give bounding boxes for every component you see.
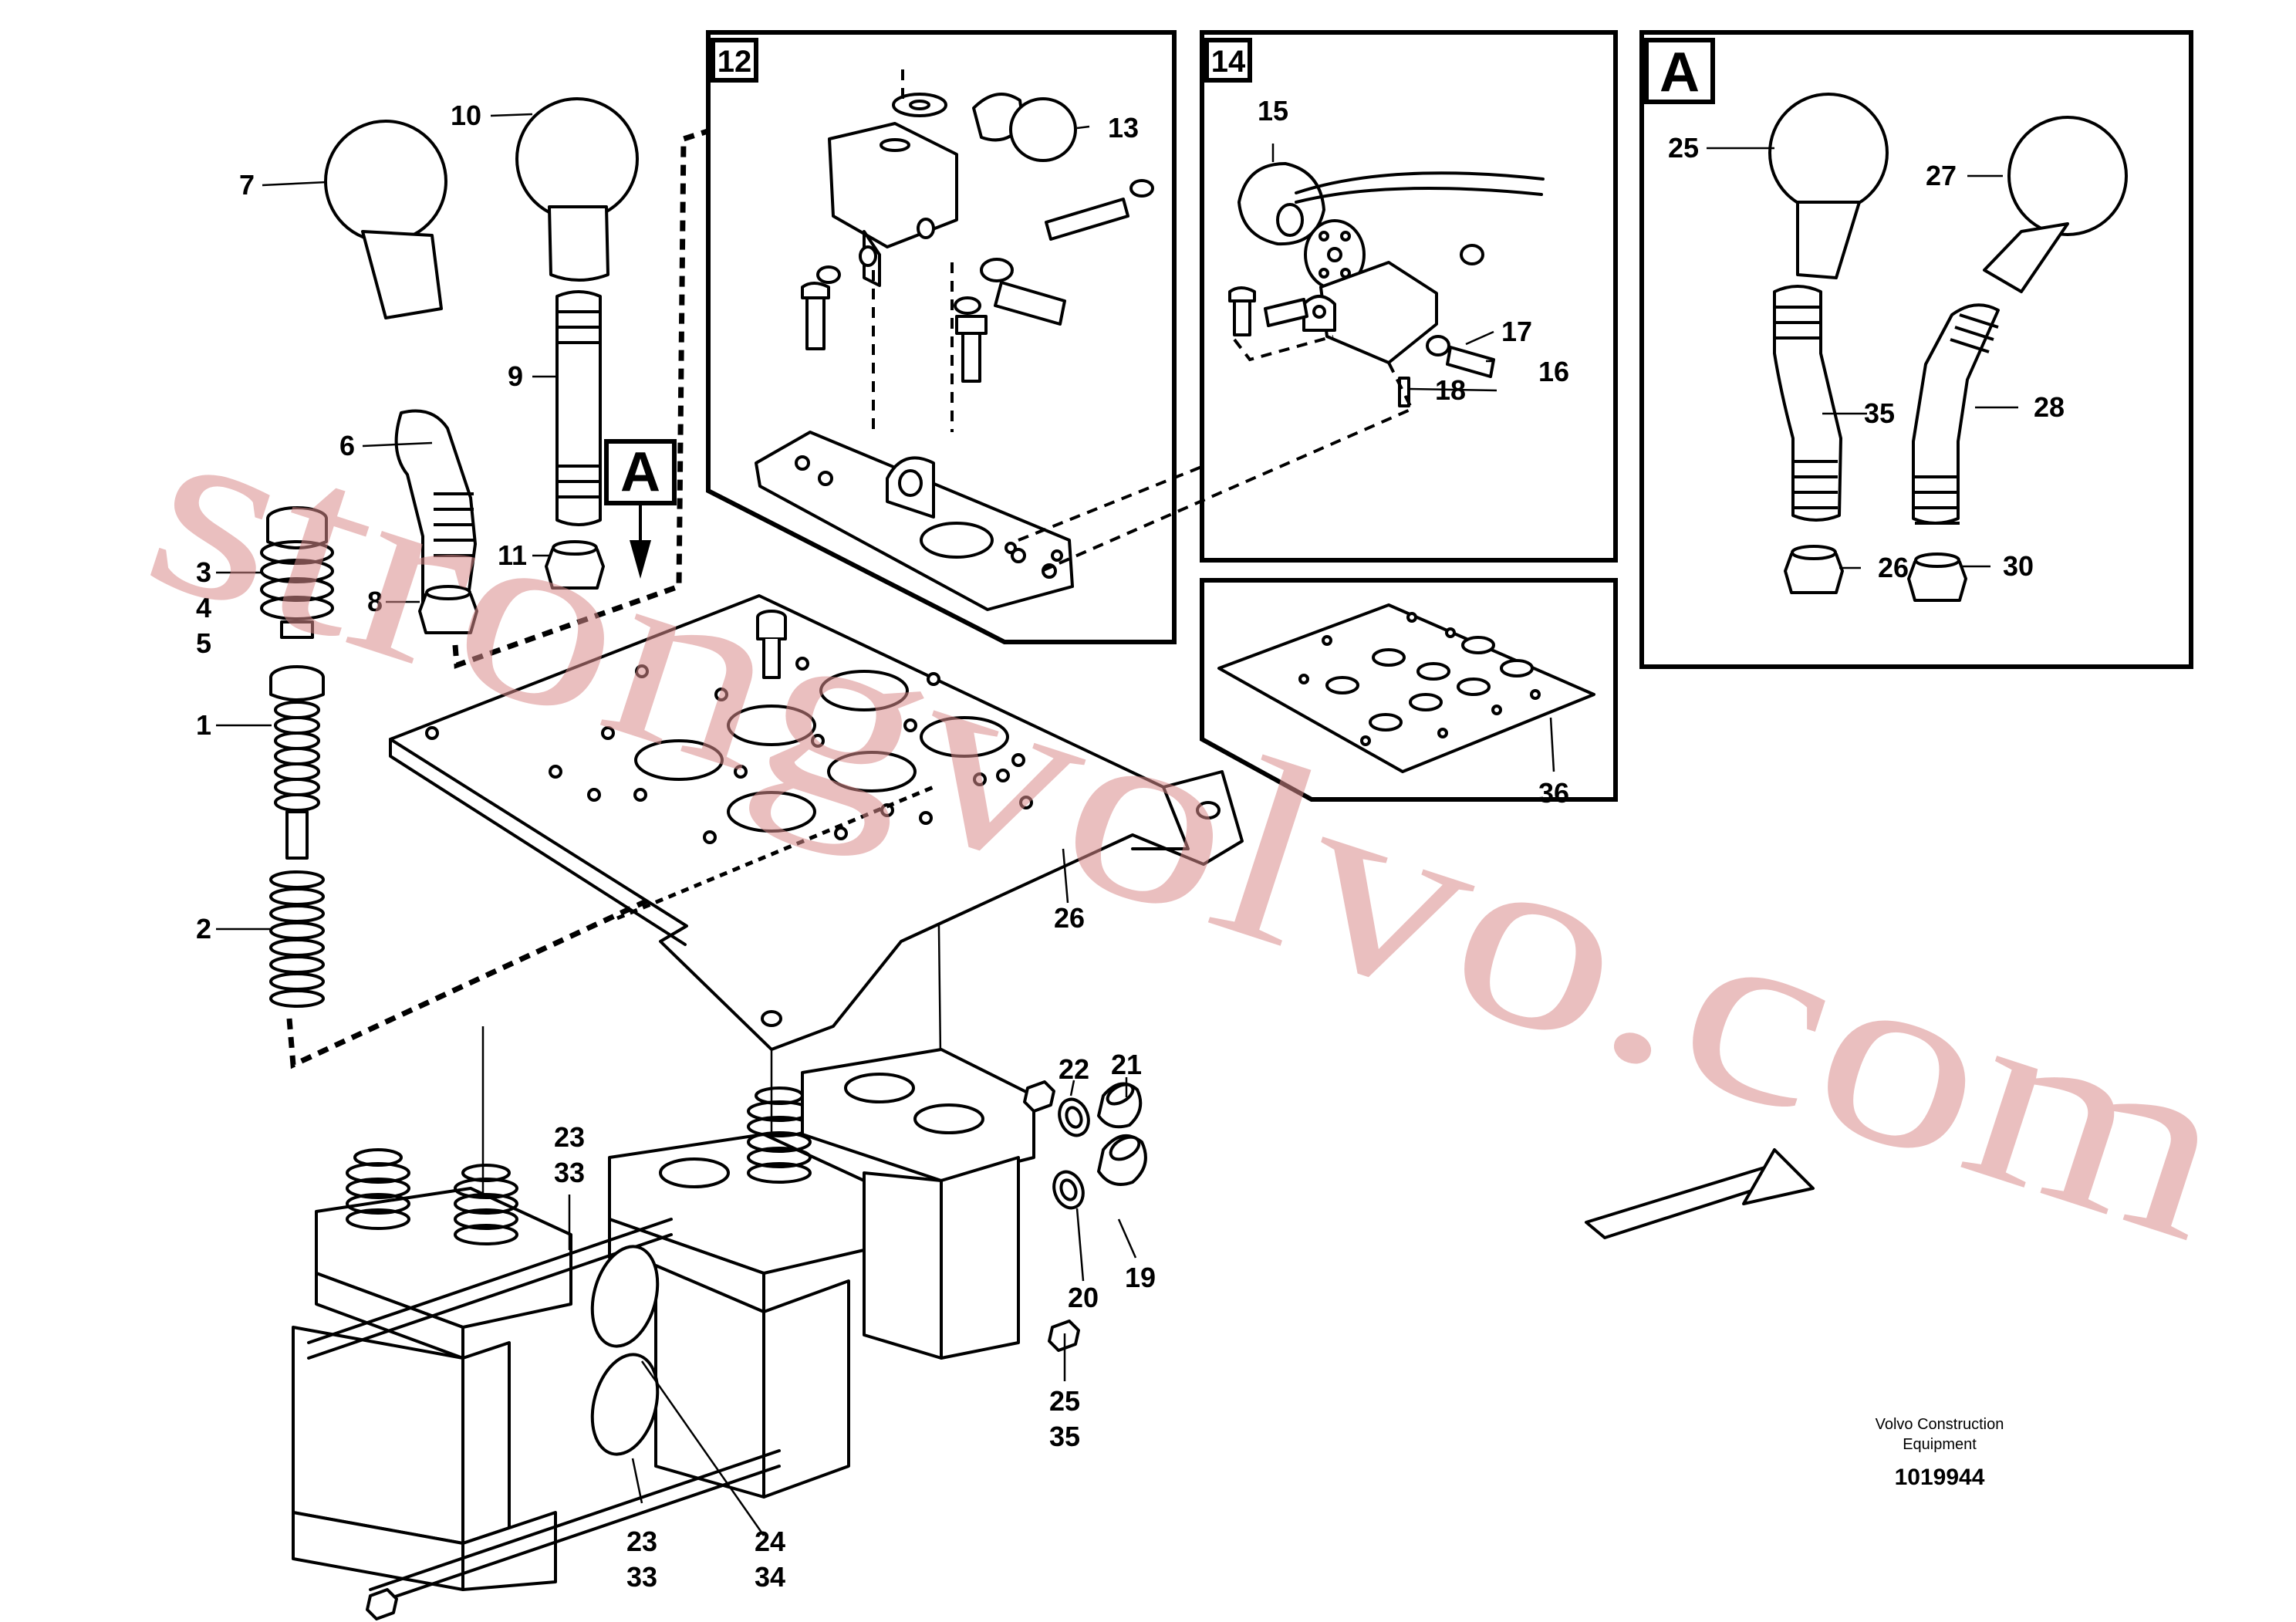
label-25: 25	[1049, 1385, 1080, 1417]
credit-block: Volvo Construction Equipment 1019944	[1876, 1416, 2004, 1490]
view-a-pointer: A	[604, 439, 677, 579]
label-30: 28	[2034, 391, 2065, 423]
label-13: 13	[1108, 112, 1139, 144]
spring-cap-3-4-5	[260, 506, 334, 639]
mounting-plate-26	[389, 594, 1244, 1051]
detail-box-12: 12	[706, 30, 1328, 644]
label-6: 6	[339, 430, 355, 461]
label-18: 18	[1435, 374, 1466, 406]
label-32: 30	[2003, 550, 2034, 582]
o-rings-24-34	[590, 1245, 660, 1456]
label-8: 8	[367, 586, 383, 617]
label-33-bottom: 33	[626, 1561, 657, 1593]
label-3: 3	[196, 556, 211, 588]
credit-line-2: Equipment	[1903, 1436, 1977, 1453]
detail-box-36	[1200, 578, 1618, 802]
valve-body-front	[292, 1148, 572, 1591]
label-4: 4	[196, 592, 211, 623]
valve-body-middle	[608, 1086, 866, 1499]
detail-box-14: 14	[1041, 30, 1618, 573]
credit-line-1: Volvo Construction	[1876, 1416, 2004, 1433]
label-23-top: 23	[554, 1121, 585, 1153]
svg-text:A: A	[1660, 42, 1700, 103]
label-7: 7	[239, 169, 255, 201]
svg-text:14: 14	[1211, 45, 1246, 79]
label-35: 35	[1049, 1421, 1080, 1452]
washer-seal-22	[1058, 1097, 1090, 1137]
bolt-above-plate	[756, 610, 787, 679]
label-34: 34	[755, 1561, 785, 1593]
detail-box-a: A	[1639, 30, 2193, 669]
label-22: 22	[1059, 1053, 1089, 1085]
label-23-bottom: 23	[626, 1526, 657, 1557]
label-19: 19	[1125, 1262, 1156, 1293]
tie-rods-23-33	[307, 1218, 781, 1607]
svg-text:A: A	[620, 441, 660, 503]
label-11: 11	[498, 539, 527, 571]
plug-19	[1097, 1134, 1147, 1186]
label-29: 26	[1878, 552, 1909, 583]
label-1: 1	[196, 709, 211, 741]
direction-arrow	[1585, 1148, 1815, 1239]
label-5: 5	[196, 627, 211, 659]
label-33-top: 33	[554, 1157, 585, 1188]
label-36: 36	[1538, 777, 1569, 809]
label-21: 21	[1111, 1049, 1142, 1080]
label-15: 15	[1258, 95, 1288, 127]
label-27: 35	[1864, 397, 1895, 429]
label-20: 20	[1068, 1282, 1099, 1313]
label-9: 9	[508, 360, 523, 392]
spring-2	[269, 870, 325, 1008]
part-labels: 7 10 9 6 8 11 3 4 5 1 2 26 13 15 17 16 1…	[196, 95, 2065, 1593]
nut-22	[1023, 1080, 1055, 1113]
document-number: 1019944	[1895, 1465, 1985, 1490]
lever-knob-10	[515, 97, 639, 282]
rod-9	[555, 290, 602, 526]
plug-21	[1097, 1082, 1143, 1129]
label-16: 16	[1538, 356, 1569, 387]
plunger-1	[269, 665, 325, 860]
label-31: 27	[1926, 160, 1957, 191]
label-28: 25	[1668, 132, 1699, 164]
label-26: 26	[1054, 902, 1085, 934]
washer-seal-20	[1052, 1170, 1085, 1210]
svg-text:12: 12	[718, 45, 752, 79]
label-10: 10	[451, 100, 481, 131]
label-24: 24	[755, 1526, 785, 1557]
valve-body-rear	[801, 1048, 1035, 1360]
label-17: 17	[1501, 316, 1532, 347]
lever-knob-7	[324, 120, 477, 621]
nut-11	[545, 540, 605, 590]
leader-lines	[216, 113, 2018, 1536]
nut-8	[418, 585, 478, 634]
label-2: 2	[196, 913, 211, 944]
